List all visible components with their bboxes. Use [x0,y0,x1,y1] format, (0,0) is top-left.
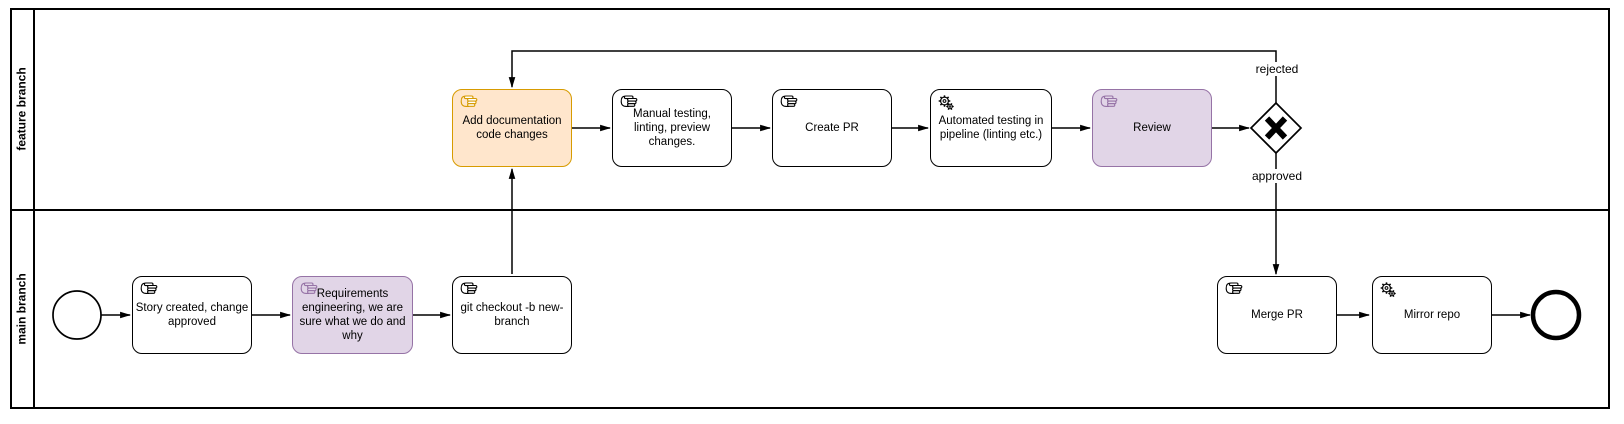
task-label: Mirror repo [1403,309,1461,321]
task-manual-testing[interactable]: Manual testing, linting, preview changes… [612,89,732,167]
task-label: Manual testing, linting, preview changes… [633,108,711,148]
edge-label-rejected: rejected [1253,62,1301,76]
task-mirror-repo[interactable]: Mirror repo [1372,276,1492,354]
flow-rejected-loop[interactable] [508,50,1277,103]
task-story-created[interactable]: Story created, change approved [132,276,252,354]
lane-label-separator [33,8,35,409]
task-add-documentation[interactable]: Add documentation code changes [452,89,572,167]
end-event[interactable] [1530,289,1582,341]
manual-task-hand-icon [619,95,639,113]
start-event[interactable] [52,290,102,340]
manual-task-hand-icon [139,282,159,300]
task-label: Story created, change approved [135,302,249,328]
service-task-gear-icon [937,95,955,115]
task-label: Automated testing in pipeline (linting e… [938,115,1044,141]
manual-task-hand-icon [299,282,319,300]
task-review[interactable]: Review [1092,89,1212,167]
manual-task-hand-icon [779,95,799,113]
task-label: Add documentation code changes [462,115,562,141]
gateway-x-icon [1264,116,1288,140]
task-automated-testing[interactable]: Automated testing in pipeline (linting e… [930,89,1052,167]
lane-divider [10,209,1610,211]
task-label: Merge PR [1251,309,1303,321]
task-git-checkout[interactable]: git checkout -b new-branch [452,276,572,354]
manual-task-hand-icon [459,282,479,300]
task-label: Review [1133,122,1171,134]
manual-task-hand-icon [1099,95,1119,113]
task-create-pr[interactable]: Create PR [772,89,892,167]
edge-label-approved: approved [1249,169,1305,183]
manual-task-hand-icon [459,95,479,113]
service-task-gear-icon [1379,282,1397,302]
manual-task-hand-icon [1224,282,1244,300]
task-label: Create PR [805,122,859,134]
task-label: git checkout -b new-branch [460,302,564,328]
pool-border [10,8,1610,409]
task-label: Requirements engineering, we are sure wh… [299,288,406,342]
task-merge-pr[interactable]: Merge PR [1217,276,1337,354]
task-requirements-engineering[interactable]: Requirements engineering, we are sure wh… [292,276,413,354]
